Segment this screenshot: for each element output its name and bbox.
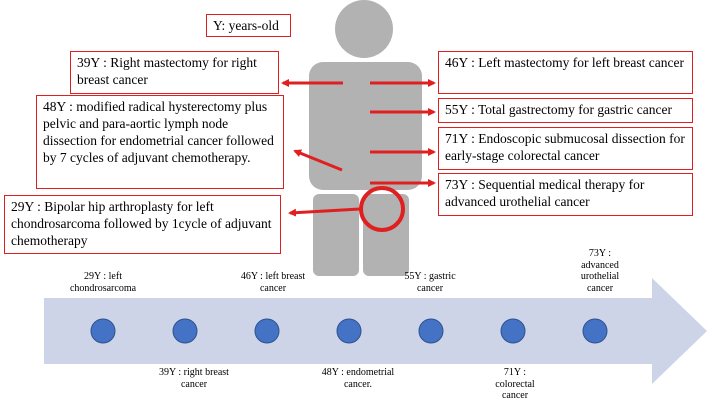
timeline-label-73y: 73Y : advanced urothelial cancer: [580, 248, 620, 294]
timeline-dot: [172, 318, 198, 344]
timeline-label-29y: 29Y : left chondrosarcoma: [69, 271, 137, 294]
figure-right-leg: [363, 194, 409, 276]
hip-circle-marker: [359, 186, 405, 232]
timeline-dot: [90, 318, 116, 344]
timeline-dot: [582, 318, 608, 344]
timeline-label-55y: 55Y : gastric cancer: [404, 271, 456, 294]
figure-left-leg: [313, 194, 359, 276]
timeline-dot: [254, 318, 280, 344]
event-29y-box: 29Y : Bipolar hip arthroplasty for left …: [4, 195, 281, 254]
timeline-label-71y: 71Y : colorectal cancer: [495, 367, 535, 401]
figure-torso: [309, 62, 422, 190]
arrow-48y: [293, 149, 343, 172]
arrow-29y: [288, 207, 361, 217]
event-48y-box: 48Y : modified radical hysterectomy plus…: [36, 95, 284, 189]
timeline-dots: [90, 318, 608, 344]
timeline-label-46y: 46Y : left breast cancer: [240, 271, 306, 294]
timeline-dot: [500, 318, 526, 344]
event-71y-box: 71Y : Endoscopic submucosal dissection f…: [438, 127, 693, 170]
timeline-label-39y: 39Y : right breast cancer: [159, 367, 229, 390]
human-figure: [309, 0, 422, 276]
timeline-arrow: [44, 278, 707, 384]
timeline-dot: [418, 318, 444, 344]
event-46y-box: 46Y : Left mastectomy for left breast ca…: [438, 51, 693, 94]
event-55y-box: 55Y : Total gastrectomy for gastric canc…: [438, 98, 693, 123]
figure-head: [335, 0, 393, 58]
timeline-label-48y: 48Y : endometrial cancer.: [321, 367, 395, 390]
timeline-dot: [336, 318, 362, 344]
event-39y-box: 39Y : Right mastectomy for right breast …: [70, 51, 279, 94]
pointer-arrows: [281, 79, 436, 217]
legend-box: Y: years-old: [206, 14, 291, 37]
event-73y-box: 73Y : Sequential medical therapy for adv…: [438, 173, 693, 216]
